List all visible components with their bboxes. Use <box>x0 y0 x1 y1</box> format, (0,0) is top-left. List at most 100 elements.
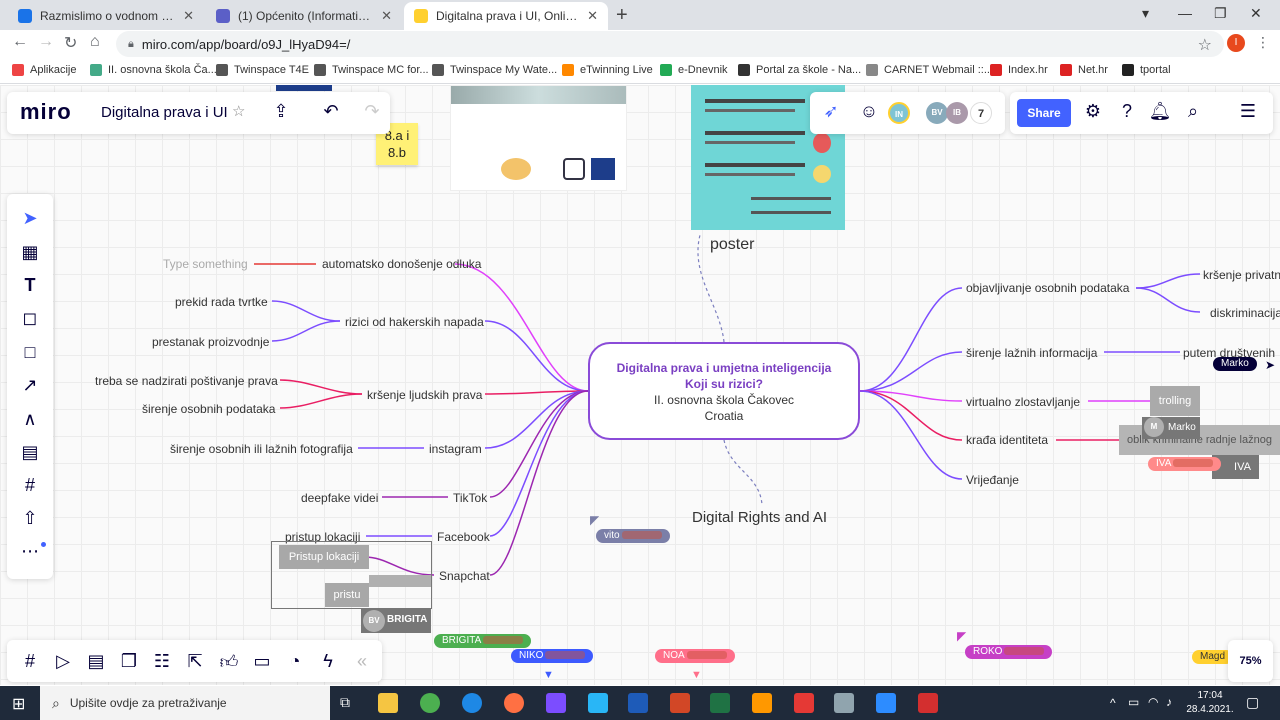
url-input[interactable]: 🔒︎ miro.com/app/board/o9J_lHyaD94=/ ☆ <box>116 31 1224 57</box>
bookmark-twinspace-water[interactable]: Twinspace My Wate... <box>432 64 557 76</box>
node-diskriminacija[interactable]: diskriminacija <box>1210 306 1280 320</box>
node-lazne-informacije[interactable]: širenje lažnih informacija <box>966 346 1098 360</box>
node-snapchat[interactable]: Snapchat <box>439 569 490 583</box>
board-name[interactable]: Digitalna prava i UI <box>101 104 228 121</box>
star-icon[interactable]: ☆ <box>232 103 246 120</box>
collab-text-box[interactable]: pristu <box>325 583 369 607</box>
browser-menu-icon[interactable]: ⋮ <box>1256 34 1270 50</box>
poster-label[interactable]: poster <box>710 236 755 253</box>
redo-icon[interactable]: ↷ <box>364 101 380 121</box>
node-nadzirati[interactable]: treba se nadzirati poštivanje prava <box>95 374 278 388</box>
taskbar-search-input[interactable]: ⌕ Upišite ovdje za pretraživanje <box>40 686 330 720</box>
profile-avatar[interactable]: I <box>1227 34 1245 52</box>
shape-tool-icon[interactable]: □ <box>24 342 36 362</box>
back-icon[interactable]: ← <box>12 33 28 50</box>
zoom-level[interactable]: 75% <box>1228 640 1273 682</box>
node-pristup[interactable]: pristup lokaciji <box>285 530 361 544</box>
node-fotografije[interactable]: širenje osobnih ili lažnih fotografija <box>170 442 353 456</box>
notifications-icon[interactable]: ▢ <box>1246 694 1260 710</box>
clock-time[interactable]: 17:04 <box>1197 690 1223 701</box>
share-screen-icon[interactable]: ⇱ <box>187 651 203 671</box>
home-icon[interactable]: ⌂ <box>90 33 100 50</box>
help-icon[interactable]: ? <box>1121 101 1132 121</box>
vote-icon[interactable]: 👍︎ <box>219 652 239 672</box>
avatar[interactable]: BV <box>926 102 948 124</box>
export-icon[interactable]: ⇪ <box>273 101 289 121</box>
clock-date[interactable]: 28.4.2021. <box>1186 704 1234 715</box>
tab-informatika[interactable]: (1) Općenito (Informatika 8a | os... ✕ <box>206 2 402 30</box>
undo-icon[interactable]: ↶ <box>323 101 339 121</box>
notes-icon[interactable]: ☰ <box>1239 101 1257 121</box>
node-drustvene-mreze[interactable]: putem društvenih <box>1183 346 1276 360</box>
share-button[interactable]: Share <box>1017 99 1071 127</box>
network-icon[interactable]: ▭ <box>1128 695 1140 709</box>
node-instagram[interactable]: instagram <box>429 442 482 456</box>
bookmark-portal[interactable]: Portal za škole - Na... <box>738 64 861 76</box>
chrome-icon[interactable] <box>420 693 440 713</box>
bookmark-net[interactable]: Net.hr <box>1060 64 1108 76</box>
file-explorer-icon[interactable] <box>378 693 398 713</box>
placeholder-node[interactable]: Type something <box>163 257 248 271</box>
close-icon[interactable]: ✕ <box>381 8 392 23</box>
bookmark-index[interactable]: Index.hr <box>990 64 1048 76</box>
photos-icon[interactable] <box>588 693 608 713</box>
bookmark-ednevnik[interactable]: e-Dnevnik <box>660 64 728 76</box>
select-tool-icon[interactable]: ➤ <box>22 208 38 228</box>
bell-icon[interactable]: 🔔︎ <box>1148 101 1172 121</box>
node-krsenje-privatnosti[interactable]: kršenje privatn <box>1203 268 1280 282</box>
paint-icon[interactable] <box>794 693 814 713</box>
add-user-icon[interactable]: ☺ <box>859 101 879 121</box>
bookmark-star-icon[interactable]: ☆ <box>1197 37 1212 54</box>
app-icon[interactable] <box>546 693 566 713</box>
node-facebook[interactable]: Facebook <box>437 530 490 544</box>
tab-vodni-otisak[interactable]: Razmislimo o vodnom otisku (Pr... ✕ <box>8 2 204 30</box>
comments-icon[interactable]: ▤ <box>87 651 105 671</box>
node-tiktok[interactable]: TikTok <box>453 491 488 505</box>
present-icon[interactable]: ▷ <box>56 651 70 671</box>
miro-logo[interactable]: miro <box>20 99 72 124</box>
bookmark-etwinning[interactable]: eTwinning Live <box>562 64 653 76</box>
frame-tool-icon[interactable]: # <box>24 475 35 495</box>
node-prestanak[interactable]: prestanak proizvodnje <box>152 335 270 349</box>
bookmark-carnet[interactable]: CARNET Webmail ::... <box>866 64 993 76</box>
cursor-select-icon[interactable]: ➶ <box>823 101 839 121</box>
connector-line-icon[interactable]: ↗ <box>22 375 38 395</box>
forward-icon[interactable]: → <box>38 33 54 50</box>
trolling-box[interactable]: trolling <box>1150 386 1200 416</box>
board-image-council-of-europe[interactable] <box>450 85 627 191</box>
edge-icon[interactable] <box>462 693 482 713</box>
node-objavljivanje[interactable]: objavljivanje osobnih podataka <box>966 281 1130 295</box>
node-hakerski[interactable]: rizici od hakerskih napada <box>345 315 484 329</box>
avatar[interactable]: IB <box>946 102 968 124</box>
tab-search-icon[interactable]: ▾ <box>1142 5 1150 21</box>
word-icon[interactable] <box>628 693 648 713</box>
video-icon[interactable]: ▭ <box>253 651 271 671</box>
powerpoint-icon[interactable] <box>670 693 690 713</box>
settings-sliders-icon[interactable]: ⚙ <box>1084 101 1102 121</box>
frames-icon[interactable]: # <box>24 651 35 671</box>
node-deepfake[interactable]: deepfake videi <box>301 491 379 505</box>
sticky-note-icon[interactable]: ◻ <box>22 308 38 328</box>
excel-icon[interactable] <box>710 693 730 713</box>
new-tab-button[interactable]: + <box>616 4 628 26</box>
window-close-icon[interactable]: ✕ <box>1250 5 1262 21</box>
wifi-icon[interactable]: ◠ <box>1148 695 1159 709</box>
collapse-icon[interactable]: « <box>356 651 367 671</box>
firefox-icon[interactable] <box>504 693 524 713</box>
comment-icon[interactable]: ▤ <box>21 442 39 462</box>
tray-chevron-icon[interactable]: ^ <box>1110 696 1116 710</box>
node-prekid[interactable]: prekid rada tvrtke <box>175 295 268 309</box>
bookmark-aplikacije[interactable]: Aplikacije <box>12 64 76 76</box>
collaborator-count[interactable]: 7 <box>970 102 992 124</box>
miro-board-canvas[interactable]: 8.a i 8.b <box>0 85 1280 685</box>
collab-text-box[interactable]: Pristup lokaciji <box>279 545 369 569</box>
close-icon[interactable]: ✕ <box>587 8 598 23</box>
maximize-icon[interactable]: ❐ <box>1214 5 1227 21</box>
node-virtualno[interactable]: virtualno zlostavljanje <box>966 395 1081 409</box>
node-sirenje-podataka[interactable]: širenje osobnih podataka <box>142 402 276 416</box>
reload-icon[interactable]: ↻ <box>64 35 78 52</box>
templates-icon[interactable]: ▦ <box>21 242 39 262</box>
bookmark-tportal[interactable]: tportal <box>1122 64 1171 76</box>
text-tool-icon[interactable]: T <box>24 275 36 295</box>
tab-miro[interactable]: Digitalna prava i UI, Online Whit... ✕ <box>404 2 608 30</box>
